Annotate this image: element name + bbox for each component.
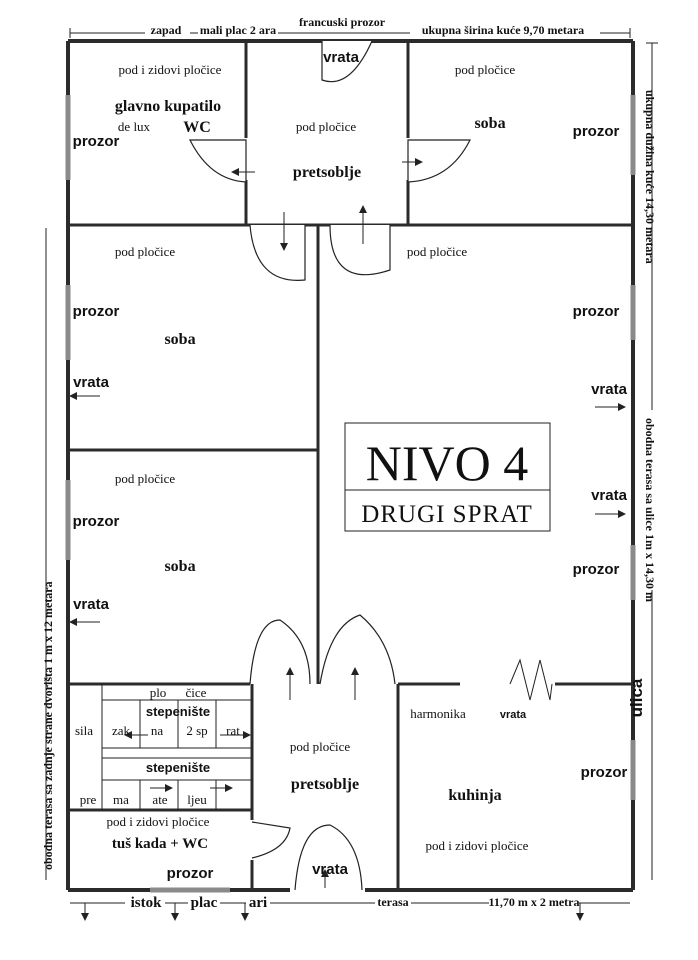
- label-francuski-prozor: francuski prozor: [299, 15, 386, 29]
- label-door: vrata: [323, 49, 360, 66]
- label-window: prozor: [573, 303, 620, 320]
- stair-rat: rat: [226, 723, 240, 738]
- label-hall: pretsoblje: [293, 164, 361, 181]
- label-floor: pod i zidovi pločice: [107, 814, 210, 829]
- label-room: soba: [164, 558, 195, 575]
- label-mali-plac: mali plac 2 ara: [200, 23, 276, 37]
- label-door: vrata: [312, 861, 349, 878]
- label-door: vrata: [73, 596, 110, 613]
- stair-title-2: stepenište: [146, 760, 210, 775]
- label-floor: pod pločice: [407, 244, 468, 259]
- room-left-bedroom-1: pod pločice soba: [115, 244, 196, 348]
- label-ukupna-duzina: ukupna dužina kuće 14,30 metara: [643, 90, 657, 264]
- label-window: prozor: [581, 764, 628, 781]
- label-ukupna-sirina: ukupna širina kuće 9,70 metara: [422, 23, 584, 37]
- label-window: prozor: [73, 303, 120, 320]
- label-ulica: ulica: [627, 678, 646, 717]
- room-top-hall: pod pločice pretsoblje vrata: [293, 49, 361, 181]
- stair-plo: plo: [150, 685, 167, 700]
- stair-2sp: 2 sp: [186, 723, 207, 738]
- stair-zak: zak: [112, 723, 131, 738]
- stair-ate: ate: [152, 792, 167, 807]
- level-subtitle: DRUGI SPRAT: [361, 501, 532, 528]
- right-labels: ukupna dužina kuće 14,30 metara obodna t…: [627, 90, 657, 717]
- label-terasa-ulice: obodna terasa sa ulice 1m x 14,30 m: [643, 418, 657, 602]
- stair-ljeu: ljeu: [187, 792, 207, 807]
- label-floor: pod i zidovi pločice: [119, 62, 222, 77]
- stair-grid: [101, 684, 252, 810]
- stair-pre: pre: [80, 792, 97, 807]
- label-bath-title: glavno kupatilo: [115, 98, 221, 115]
- room-bottom-hall: pod pločice pretsoblje vrata: [290, 739, 359, 878]
- room-small-bathroom: pod i zidovi pločice tuš kada + WC: [107, 814, 210, 852]
- label-plac: plac: [191, 895, 218, 911]
- label-window: prozor: [73, 133, 120, 150]
- label-floor: pod pločice: [296, 119, 357, 134]
- stairs: plo čice stepenište sila zak na 2 sp rat…: [75, 685, 240, 807]
- windows: [65, 95, 636, 893]
- bottom-labels: istok plac ari terasa 11,70 m x 2 metra: [125, 894, 579, 911]
- label-floor: pod pločice: [455, 62, 516, 77]
- label-window: prozor: [573, 123, 620, 140]
- label-wc: WC: [183, 119, 211, 136]
- top-labels: zapad mali plac 2 ara francuski prozor u…: [145, 14, 600, 38]
- label-room: soba: [474, 115, 505, 132]
- label-terasa-dvoriste: obodna terasa sa zadnje strane dvorišta …: [41, 581, 55, 870]
- stair-sila: sila: [75, 723, 93, 738]
- room-kitchen: harmonika vrata kuhinja pod i zidovi plo…: [410, 706, 528, 853]
- label-zapad: zapad: [151, 23, 182, 37]
- left-labels: obodna terasa sa zadnje strane dvorišta …: [41, 581, 55, 870]
- arrows: [69, 158, 626, 888]
- label-window: prozor: [167, 865, 214, 882]
- label-ari: ari: [249, 895, 267, 911]
- level-title-box: NIVO 4 DRUGI SPRAT: [344, 422, 551, 532]
- label-floor: pod pločice: [115, 471, 176, 486]
- room-top-right-bedroom: pod pločice soba: [455, 62, 516, 132]
- level-title: NIVO 4: [366, 435, 528, 491]
- room-main-bathroom: pod i zidovi pločice glavno kupatilo de …: [115, 62, 222, 136]
- label-delux: de lux: [118, 119, 151, 134]
- label-window: prozor: [573, 561, 620, 578]
- label-terasa-dim: 11,70 m x 2 metra: [489, 895, 580, 909]
- label-window: prozor: [73, 513, 120, 530]
- label-hall: pretsoblje: [291, 776, 359, 793]
- label-door: vrata: [73, 374, 110, 391]
- label-harmonika: harmonika: [410, 706, 466, 721]
- label-door: vrata: [591, 487, 628, 504]
- stair-cice: čice: [186, 685, 207, 700]
- stair-title: stepenište: [146, 704, 210, 719]
- label-room: soba: [164, 331, 195, 348]
- label-floor: pod i zidovi pločice: [426, 838, 529, 853]
- label-floor: pod pločice: [290, 739, 351, 754]
- label-small-bath: tuš kada + WC: [112, 836, 208, 852]
- opening-labels: prozor prozor prozor prozor vrata vrata …: [73, 123, 628, 882]
- stair-ma: ma: [113, 792, 129, 807]
- label-door: vrata: [500, 709, 527, 721]
- label-istok: istok: [131, 895, 163, 911]
- stair-na: na: [151, 723, 164, 738]
- label-kitchen: kuhinja: [448, 787, 501, 804]
- room-left-bedroom-2: pod pločice soba: [115, 471, 196, 575]
- doors: [189, 40, 553, 891]
- room-right-large: pod pločice: [407, 244, 468, 259]
- label-terasa: terasa: [377, 895, 408, 909]
- label-floor: pod pločice: [115, 244, 176, 259]
- label-door: vrata: [591, 381, 628, 398]
